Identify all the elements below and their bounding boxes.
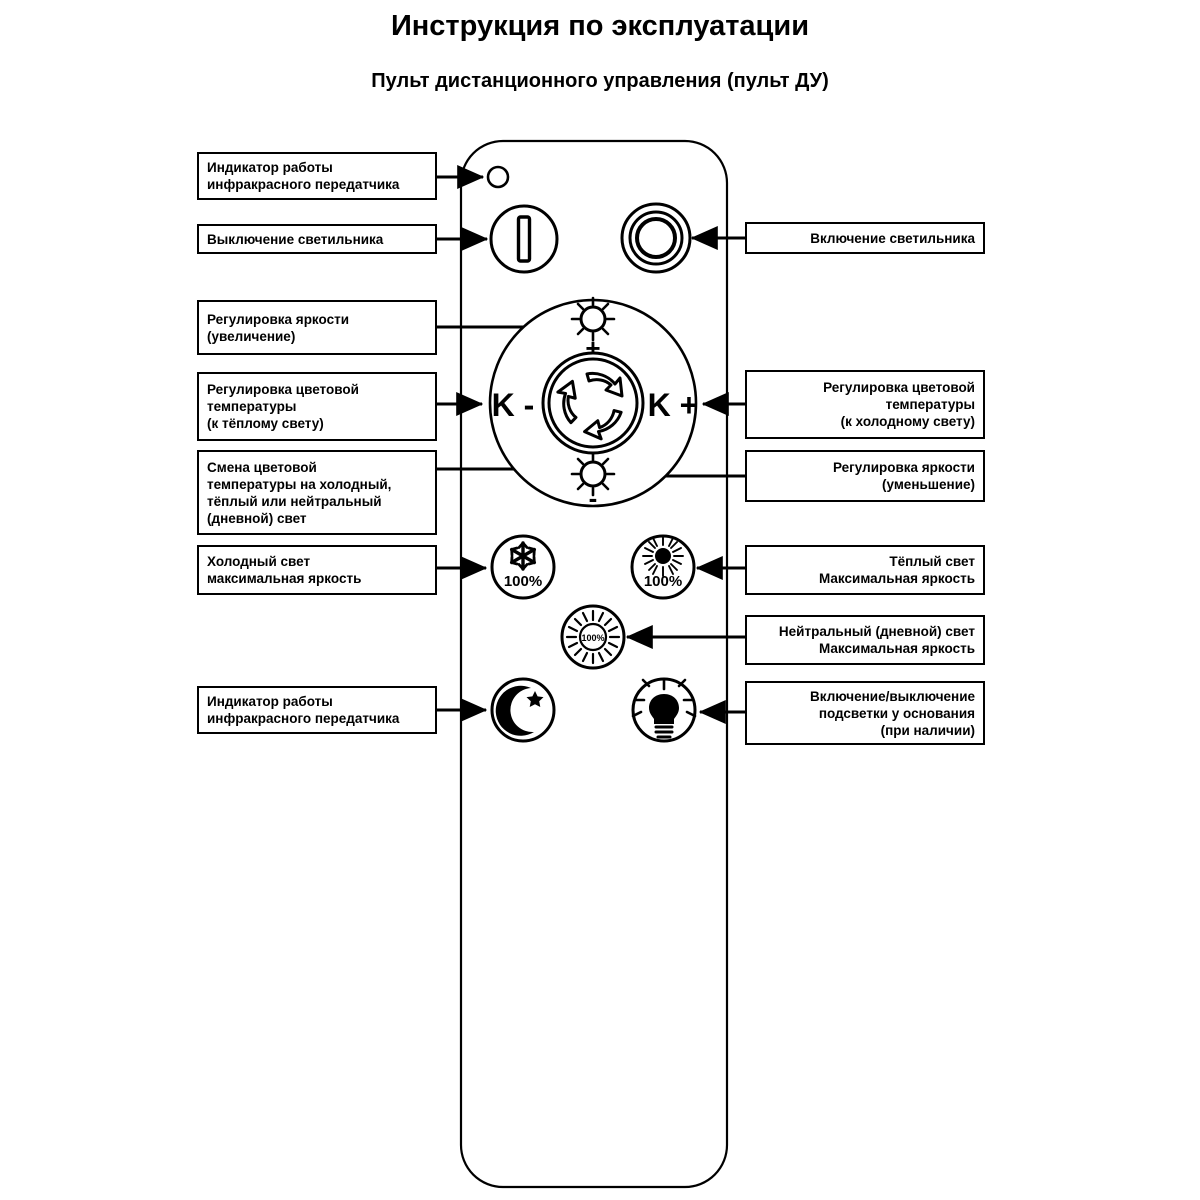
callout-line: Регулировка цветовой [207, 382, 359, 397]
warm-preset-button[interactable]: 100% [630, 534, 696, 600]
callout-line: Индикатор работы [207, 160, 333, 175]
callout-line: (при наличии) [880, 722, 975, 738]
sun-outline-icon-down [570, 451, 616, 497]
light-bulb-icon [631, 678, 697, 739]
callout-line: Тёплый свет [889, 554, 975, 569]
callout-ir-indicator-top: Индикатор работы инфракрасного передатчи… [197, 152, 437, 200]
callout-base-backlight: Включение/выключение подсветки у основан… [745, 681, 985, 745]
callout-line: Нейтральный (дневной) свет [778, 624, 975, 639]
brightness-up-label: + [585, 333, 600, 363]
kelvin-plus-icon: K + [648, 387, 699, 423]
recycle-arrows-icon [556, 371, 624, 441]
callout-ir-indicator-bottom: Индикатор работы инфракрасного передатчи… [197, 686, 437, 734]
page-subtitle: Пульт дистанционного управления (пульт Д… [371, 70, 829, 92]
warm-preset-label: 100% [644, 573, 682, 590]
callout-line: Включение светильника [810, 230, 975, 246]
callout-warm-max: Тёплый свет Максимальная яркость [745, 545, 985, 595]
callout-line: инфракрасного передатчика [207, 177, 400, 192]
snowflake-icon [509, 541, 537, 571]
callout-line: (дневной) свет [207, 510, 307, 526]
brightness-down-label: - [589, 483, 598, 513]
callout-line: Максимальная яркость [819, 641, 975, 656]
sun-outline-icon-up [570, 296, 616, 342]
neutral-preset-label: 100% [581, 633, 604, 643]
page-title: Инструкция по эксплуатации [390, 10, 810, 42]
sun-rays-icon [565, 609, 621, 665]
power-off-button[interactable] [489, 204, 559, 274]
leader-cct-cycle [437, 438, 560, 471]
callout-line: температуры [207, 399, 297, 414]
callout-line: инфракрасного передатчика [207, 711, 400, 726]
callout-line: (увеличение) [207, 328, 296, 344]
callout-line: (уменьшение) [882, 477, 975, 492]
callout-line: Регулировка цветовой [823, 380, 975, 395]
cold-preset-label: 100% [504, 573, 542, 590]
power-on-button[interactable] [620, 202, 692, 274]
callout-line: (к холодному свету) [840, 414, 975, 429]
callout-cct-cold: Регулировка цветовой температуры (к холо… [745, 370, 985, 439]
callout-line: максимальная яркость [207, 571, 362, 586]
cct-cycle-button[interactable] [541, 351, 645, 455]
base-light-button[interactable] [631, 677, 697, 743]
callout-neutral-max: Нейтральный (дневной) свет Максимальная … [745, 615, 985, 665]
callout-cct-warm: Регулировка цветовой температуры (к тёпл… [197, 372, 437, 441]
callout-line: температуры [885, 397, 975, 412]
ir-led-indicator-icon [486, 165, 510, 189]
sun-filled-icon [642, 535, 684, 577]
callout-cct-cycle: Смена цветовой температуры на холодный, … [197, 450, 437, 535]
power-on-ring-icon [628, 210, 684, 266]
night-mode-button[interactable] [490, 677, 556, 743]
moon-star-icon [495, 685, 534, 736]
callout-cold-max: Холодный свет максимальная яркость [197, 545, 437, 595]
callout-lamp-off: Выключение светильника [197, 224, 437, 254]
cold-preset-button[interactable]: 100% [490, 534, 556, 600]
callout-line: Включение/выключение [810, 688, 975, 704]
kelvin-minus-icon: K - [492, 387, 535, 423]
callout-line: (к тёплому свету) [207, 416, 324, 431]
callout-line: подсветки у основания [818, 705, 975, 721]
callout-line: Смена цветовой [207, 459, 317, 475]
callout-line: Выключение светильника [207, 231, 384, 247]
callout-line: Регулировка яркости [207, 311, 350, 327]
control-wheel[interactable]: + - K - K + [488, 296, 699, 513]
star-icon [526, 691, 544, 707]
callout-brightness-up: Регулировка яркости (увеличение) [197, 300, 437, 355]
callout-line: Индикатор работы [207, 694, 333, 709]
power-off-bar-icon [516, 215, 532, 263]
callout-line: Холодный свет [207, 554, 311, 569]
callout-line: температуры на холодный, [207, 476, 392, 492]
callout-line: Регулировка яркости [832, 460, 975, 475]
callout-brightness-down: Регулировка яркости (уменьшение) [745, 450, 985, 502]
callout-line: Максимальная яркость [819, 571, 975, 586]
callout-lamp-on: Включение светильника [745, 222, 985, 254]
callout-line: тёплый или нейтральный [207, 493, 382, 509]
remote-body-outline [459, 139, 729, 1189]
neutral-preset-button[interactable]: 100% [560, 604, 626, 670]
